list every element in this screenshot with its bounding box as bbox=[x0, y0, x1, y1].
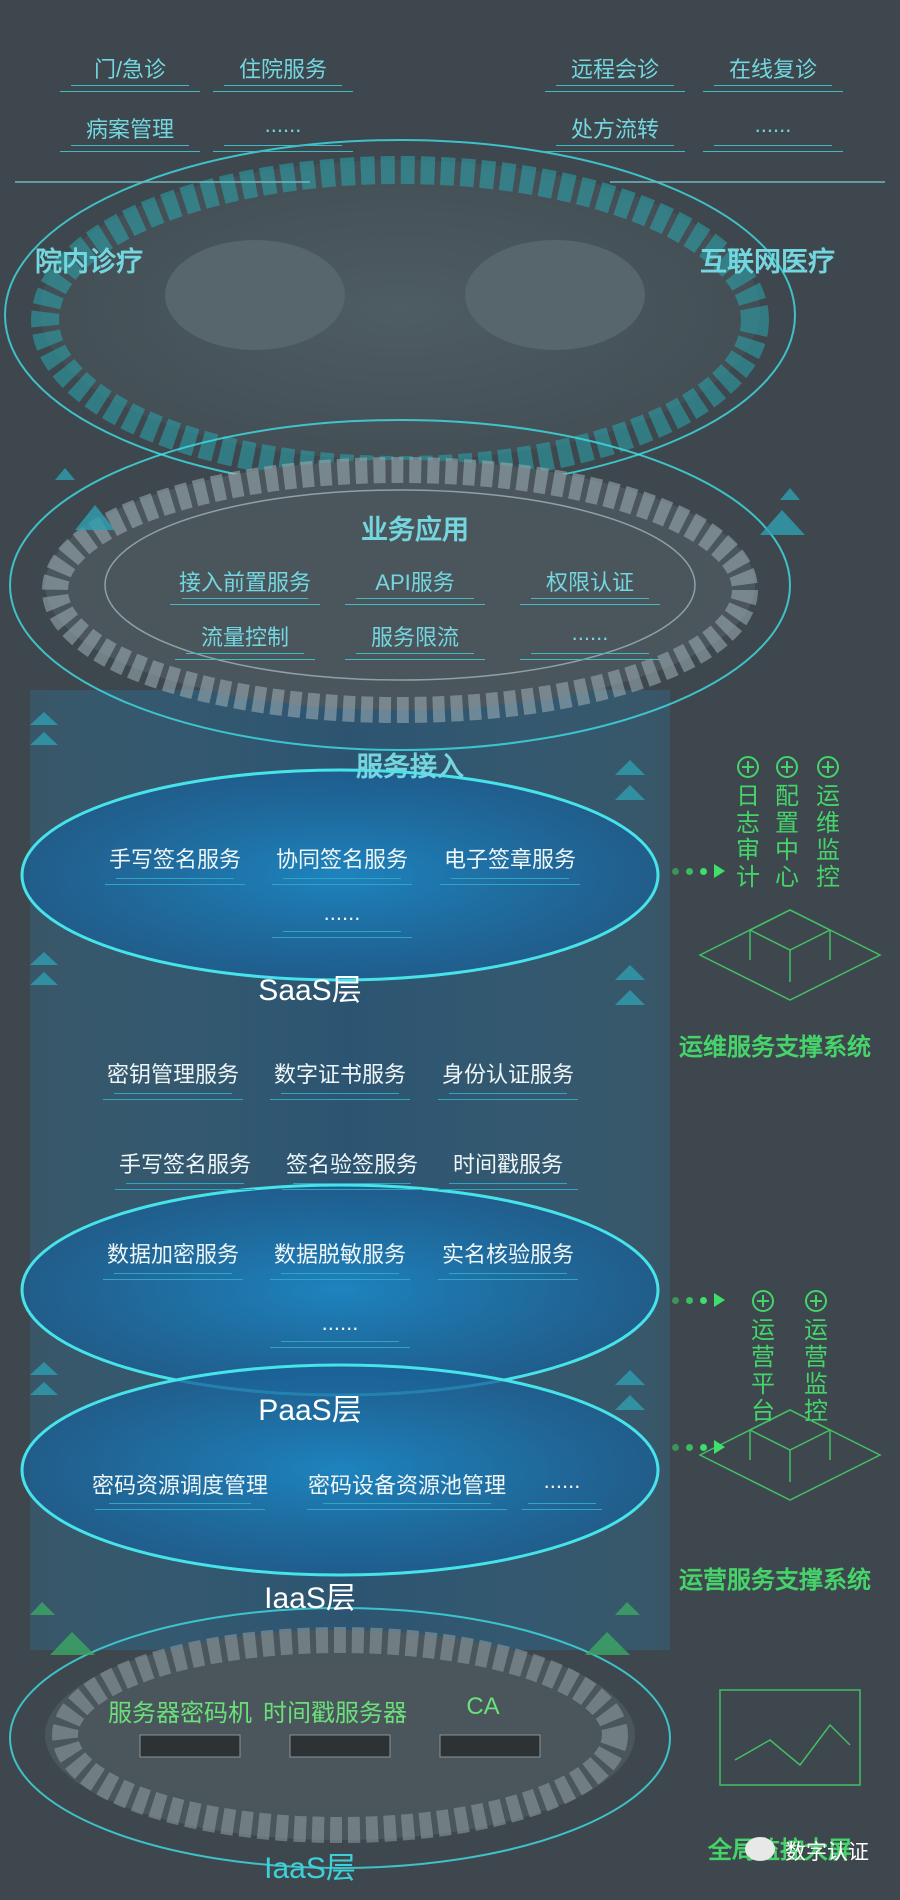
iaas-title: IaaS层 bbox=[264, 1582, 356, 1615]
underline bbox=[522, 1500, 602, 1514]
service-access-title: 服务接入 bbox=[356, 752, 464, 782]
operation-vertical-label-monitor: 运营监控 bbox=[804, 1317, 828, 1425]
business-item: API服务 bbox=[375, 570, 455, 595]
ops-vertical-label-log-audit: 日志审计 bbox=[736, 783, 760, 891]
paas-item: 数字证书服务 bbox=[273, 1062, 407, 1087]
underline bbox=[438, 1270, 578, 1284]
underline bbox=[307, 1500, 507, 1514]
top-left-item-more: ...... bbox=[264, 112, 302, 137]
monitor-title: 全局监控大屏 bbox=[708, 1837, 852, 1864]
underline bbox=[703, 82, 843, 96]
business-item: 服务限流 bbox=[370, 625, 460, 650]
underline bbox=[95, 1500, 265, 1514]
underline bbox=[213, 142, 353, 156]
underline bbox=[272, 875, 412, 889]
arrow-dots-icon bbox=[672, 1293, 725, 1307]
paas-item: ...... bbox=[321, 1310, 359, 1335]
hardware-item-crypto-machine: 服务器密码机 bbox=[108, 1700, 252, 1727]
underline bbox=[545, 82, 685, 96]
saas-item: 电子签章服务 bbox=[443, 847, 577, 872]
business-item: 权限认证 bbox=[545, 570, 635, 595]
top-right-item-more: ...... bbox=[754, 112, 792, 137]
underline bbox=[345, 650, 485, 664]
right-heading: 互联网医疗 bbox=[700, 247, 835, 277]
top-right-item-remote-consult: 远程会诊 bbox=[570, 57, 660, 82]
plus-icon bbox=[805, 1290, 827, 1312]
hardware-item-ca: CA bbox=[466, 1693, 500, 1720]
business-app-title: 业务应用 bbox=[361, 515, 469, 545]
underline bbox=[440, 875, 580, 889]
top-left-item-outpatient: 门/急诊 bbox=[93, 57, 167, 82]
paas-item: 数据加密服务 bbox=[106, 1242, 240, 1267]
top-right-item-prescription: 处方流转 bbox=[570, 117, 660, 142]
hardware-item-timestamp-server: 时间戳服务器 bbox=[263, 1700, 407, 1727]
underline bbox=[520, 650, 660, 664]
paas-item: 密钥管理服务 bbox=[106, 1062, 240, 1087]
ops-support-title: 运维服务支撑系统 bbox=[679, 1034, 871, 1061]
left-heading: 院内诊疗 bbox=[35, 247, 143, 277]
ops-vertical-label-config-center: 配置中心 bbox=[775, 783, 799, 891]
underline bbox=[175, 650, 315, 664]
saas-item: 协同签名服务 bbox=[275, 847, 409, 872]
plus-icon bbox=[817, 756, 839, 778]
paas-item: 手写签名服务 bbox=[118, 1152, 252, 1177]
wechat-icon bbox=[745, 1837, 775, 1861]
business-item: 接入前置服务 bbox=[178, 570, 312, 595]
underline bbox=[520, 595, 660, 609]
operation-support-title: 运营服务支撑系统 bbox=[679, 1567, 871, 1594]
saas-title: SaaS层 bbox=[258, 974, 362, 1007]
paas-item: 数据脱敏服务 bbox=[273, 1242, 407, 1267]
iaas-item: 密码资源调度管理 bbox=[91, 1473, 269, 1498]
underline bbox=[270, 1270, 410, 1284]
underline bbox=[170, 595, 320, 609]
paas-title: PaaS层 bbox=[258, 1394, 362, 1427]
top-left-item-inpatient: 住院服务 bbox=[238, 57, 328, 82]
paas-item: 实名核验服务 bbox=[441, 1242, 575, 1267]
top-right-item-online-revisit: 在线复诊 bbox=[728, 57, 818, 82]
paas-item: 时间戳服务 bbox=[452, 1152, 564, 1177]
plus-icon bbox=[737, 756, 759, 778]
saas-item: 手写签名服务 bbox=[108, 847, 242, 872]
plus-icon bbox=[776, 756, 798, 778]
saas-item: ...... bbox=[323, 900, 361, 925]
paas-item: 签名验签服务 bbox=[285, 1152, 419, 1177]
underline bbox=[270, 1338, 410, 1352]
underline bbox=[213, 82, 353, 96]
underline bbox=[105, 875, 245, 889]
hardware-title: IaaS层 bbox=[264, 1852, 356, 1885]
underline bbox=[282, 1180, 422, 1194]
underline bbox=[703, 142, 843, 156]
watermark-text: 数字认证 bbox=[785, 1841, 869, 1864]
arrow-dots-icon bbox=[672, 864, 725, 878]
underline bbox=[272, 928, 412, 942]
underline bbox=[60, 142, 200, 156]
top-left-item-records: 病案管理 bbox=[85, 117, 175, 142]
arrow-dots-icon bbox=[672, 1440, 725, 1454]
underline bbox=[545, 142, 685, 156]
underline bbox=[270, 1090, 410, 1104]
business-item: ...... bbox=[571, 620, 609, 645]
iaas-item: ...... bbox=[543, 1468, 581, 1493]
operation-vertical-label-platform: 运营平台 bbox=[751, 1317, 775, 1425]
iaas-item: 密码设备资源池管理 bbox=[307, 1473, 507, 1498]
underline bbox=[103, 1270, 243, 1284]
underline bbox=[345, 595, 485, 609]
underline bbox=[60, 82, 200, 96]
underline bbox=[103, 1090, 243, 1104]
plus-icon bbox=[752, 1290, 774, 1312]
underline bbox=[438, 1180, 578, 1194]
business-item: 流量控制 bbox=[200, 625, 290, 650]
paas-item: 身份认证服务 bbox=[441, 1062, 575, 1087]
underline bbox=[115, 1180, 255, 1194]
underline bbox=[438, 1090, 578, 1104]
ops-vertical-label-ops-monitor: 运维监控 bbox=[816, 783, 840, 891]
